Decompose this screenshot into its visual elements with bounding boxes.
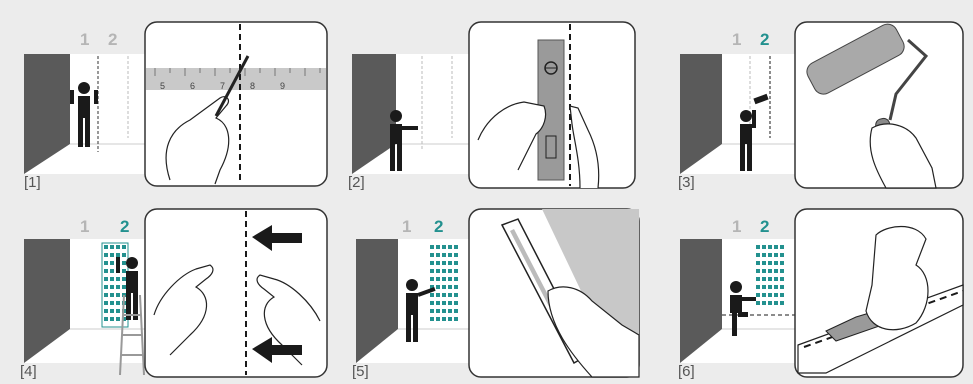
step-6-room [676,205,966,381]
step-label: [4] [20,363,37,380]
step-6: 1 2 [6] [676,205,966,381]
step-label: [5] [352,363,369,380]
column-number-2: 2 [120,217,129,237]
step-label: [2] [348,174,365,191]
column-number-2: 2 [434,217,443,237]
step-label: [6] [678,363,695,380]
step-2-room [348,20,638,190]
step-3-room [676,20,966,190]
ruler-tick-label: 6 [190,81,195,91]
ruler-tick-label: 8 [250,81,255,91]
column-number-2: 2 [760,217,769,237]
step-label: [1] [24,174,41,191]
ruler-tick-label: 7 [220,81,225,91]
column-number-1: 1 [80,217,89,237]
step-2: [2] [348,20,638,190]
ruler-tick-label: 9 [280,81,285,91]
step-4-room [20,205,330,381]
column-number-1: 1 [732,217,741,237]
column-number-1: 1 [732,30,741,50]
step-3: 1 2 [3] [676,20,966,190]
step-1: 1 2 [1] [20,20,330,190]
column-number-1: 1 [402,217,411,237]
step-label: [3] [678,174,695,191]
step-4: 1 2 [4] [20,205,330,381]
ruler-tick-label: 5 [160,81,165,91]
step-1-detail [20,20,330,190]
step-5-room [352,205,642,381]
column-number-2: 2 [760,30,769,50]
step-5: 1 2 [5] [352,205,642,381]
hand-icon [866,227,928,330]
